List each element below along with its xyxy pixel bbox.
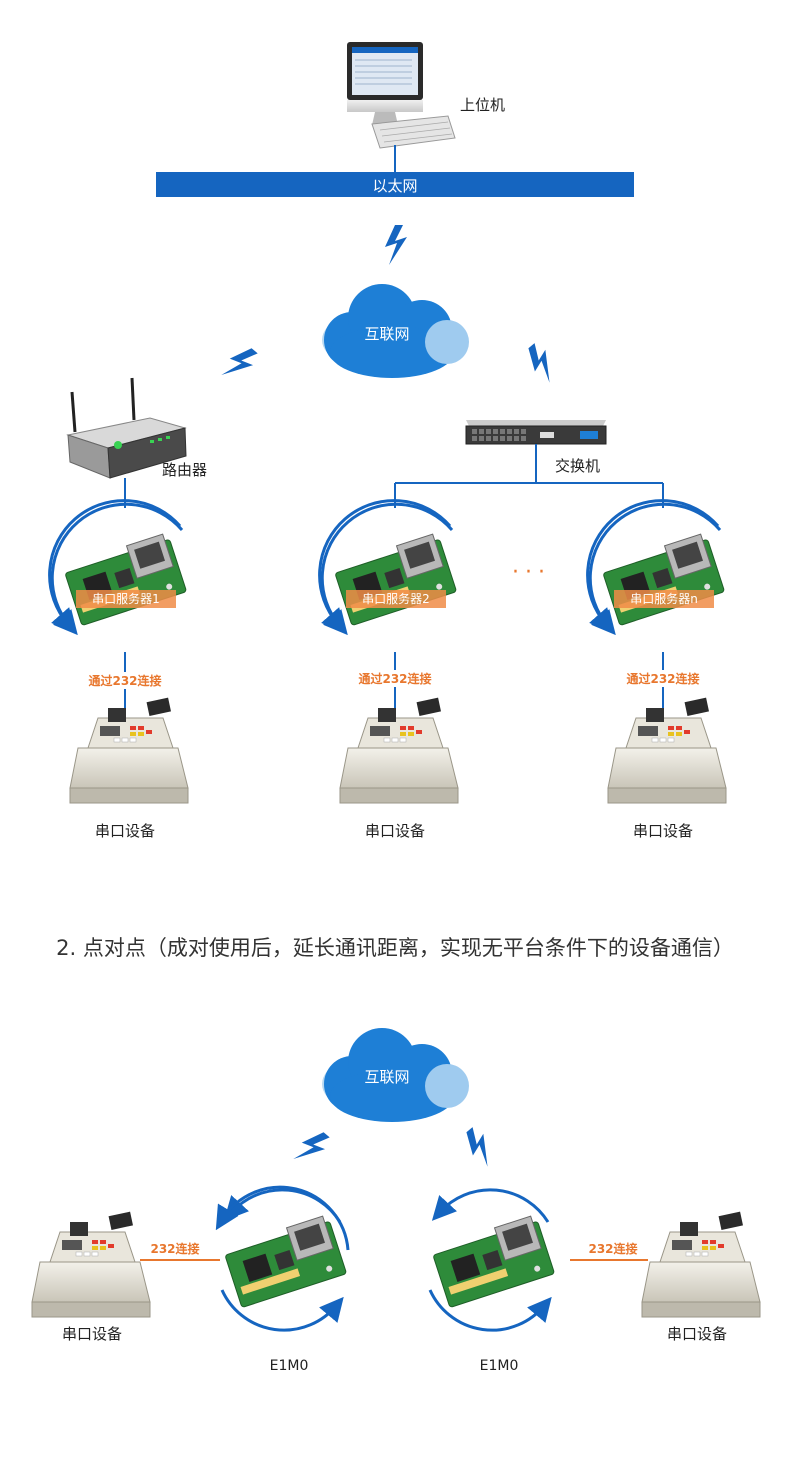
- wireless-bolt-icon: [221, 348, 258, 375]
- left-connection-label: 232连接: [148, 1240, 202, 1257]
- more-servers-ellipsis: ···: [512, 560, 551, 585]
- right-device-label: 串口设备: [666, 1325, 728, 1343]
- right-connection-label: 232连接: [586, 1240, 640, 1257]
- ethernet-label: 以太网: [372, 177, 418, 195]
- switch-label: 交换机: [555, 457, 601, 475]
- section-2-title: 2. 点对点（成对使用后，延长通讯距离，实现无平台条件下的设备通信）: [56, 936, 734, 960]
- device-n-label: 串口设备: [632, 822, 694, 840]
- e1m0-left-ring: [215, 1185, 350, 1332]
- server-2-ring: [318, 499, 458, 636]
- cash-register-icon: [641, 1211, 761, 1318]
- server-1-ring: [48, 499, 188, 636]
- left-module-label: E1M0: [269, 1358, 309, 1374]
- pc-icon: [347, 42, 456, 149]
- wireless-bolt-icon: [293, 1132, 330, 1159]
- right-module-label: E1M0: [479, 1358, 519, 1374]
- internet-label-2: 互联网: [364, 1068, 410, 1086]
- wireless-bolt-icon: [528, 343, 550, 383]
- pc-label: 上位机: [460, 96, 506, 114]
- server-n-connection-label: 通过232连接: [624, 670, 702, 687]
- server-2-connection-label: 通过232连接: [356, 670, 434, 687]
- cash-register-icon: [31, 1211, 151, 1318]
- internet-label: 互联网: [364, 325, 410, 343]
- server-1-connection-label: 通过232连接: [86, 672, 164, 689]
- device-1-label: 串口设备: [94, 822, 156, 840]
- cash-register-icon: [339, 697, 459, 804]
- cash-register-icon: [607, 697, 727, 804]
- left-device-label: 串口设备: [61, 1325, 123, 1343]
- e1m0-right-ring: [428, 1188, 556, 1332]
- router-icon: [66, 377, 187, 479]
- server-1-tag: 串口服务器1: [76, 590, 176, 608]
- switch-icon: [465, 420, 607, 445]
- server-2-tag: 串口服务器2: [346, 590, 446, 608]
- cash-register-icon: [69, 697, 189, 804]
- server-n-tag: 串口服务器n: [614, 590, 714, 608]
- wireless-bolt-icon: [385, 225, 407, 265]
- router-label: 路由器: [162, 461, 208, 479]
- server-n-ring: [586, 499, 726, 636]
- wireless-bolt-icon: [466, 1127, 488, 1167]
- device-2-label: 串口设备: [364, 822, 426, 840]
- ethernet-bar: 以太网: [156, 172, 634, 197]
